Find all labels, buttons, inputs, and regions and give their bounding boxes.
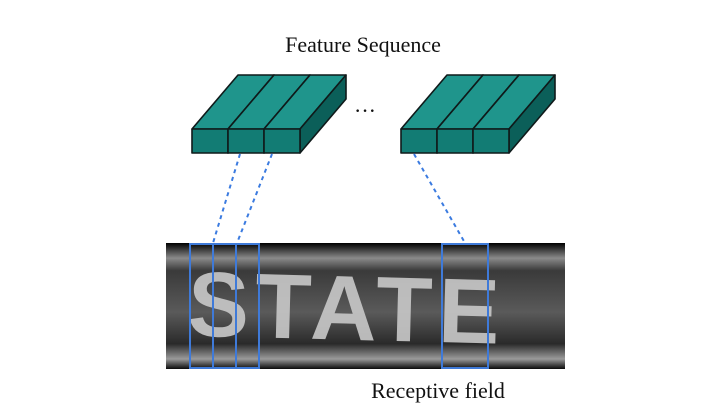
feature-sequence-label: Feature Sequence xyxy=(285,32,441,57)
prism-front-face xyxy=(263,128,301,154)
connector-line xyxy=(212,153,241,244)
prism-front-face xyxy=(191,128,229,154)
input-text-image: STATE xyxy=(166,243,565,369)
receptive-field-connectors xyxy=(212,153,466,244)
receptive-field-boxes xyxy=(189,243,489,369)
ellipsis: ··· xyxy=(354,98,376,123)
receptive-field-box xyxy=(212,243,260,369)
prism-front-face xyxy=(227,128,265,154)
receptive-field-box xyxy=(441,243,489,369)
feature-column xyxy=(472,74,556,154)
prism-front-face xyxy=(436,128,474,154)
connector-line xyxy=(413,153,466,244)
feature-column xyxy=(263,74,347,154)
connector-line xyxy=(236,153,273,244)
prism-front-face xyxy=(400,128,438,154)
feature-columns xyxy=(191,74,556,154)
image-word: STATE xyxy=(186,254,506,364)
receptive-field-label: Receptive field xyxy=(371,378,505,403)
prism-front-face xyxy=(472,128,510,154)
